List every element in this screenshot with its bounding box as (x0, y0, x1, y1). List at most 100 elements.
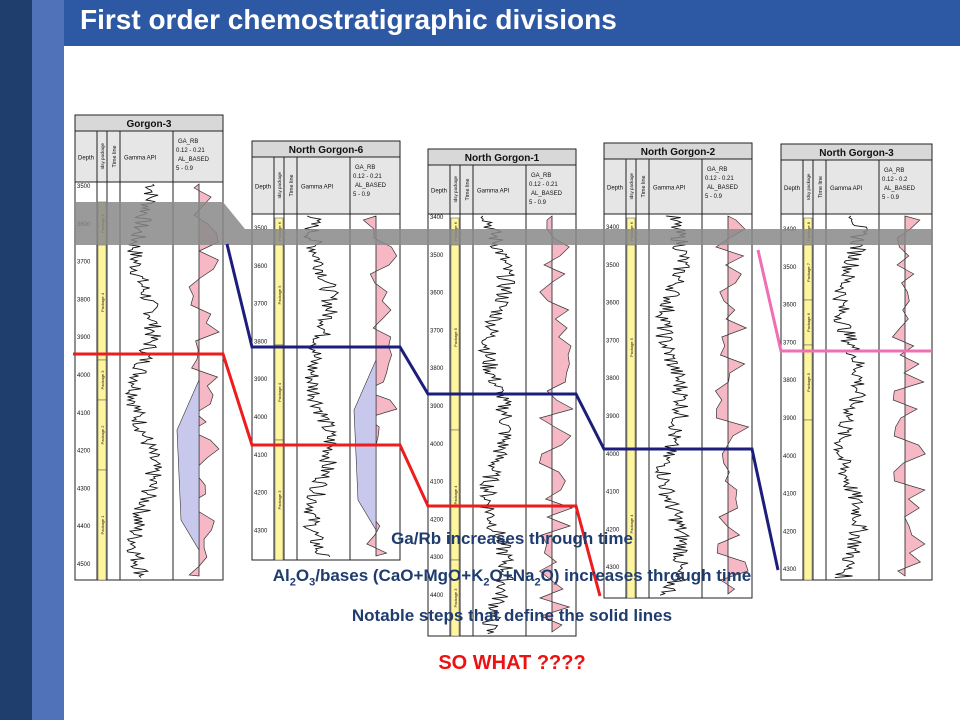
header-ratio-basis: AL_BASED (178, 157, 210, 163)
depth-label: 3700 (254, 302, 268, 308)
header-depth: Depth (431, 189, 447, 195)
depth-label: 3600 (254, 264, 268, 270)
header-gamma: Gamma API (653, 186, 686, 192)
header-ratio-range: 0.12 - 0.2 (882, 177, 908, 183)
header-ratio-title: GA_RB (178, 139, 198, 145)
package-block (450, 559, 460, 637)
header-package: Idsy package (453, 175, 458, 202)
package-block (803, 419, 813, 581)
slide-sidebar-light (32, 0, 64, 720)
depth-label: 4400 (430, 593, 444, 599)
header-ratio-scale: 5 - 0.9 (705, 194, 723, 200)
depth-label: 3700 (783, 340, 797, 346)
package-block (97, 469, 107, 581)
depth-label: 3900 (77, 335, 91, 341)
header-timeline: Time line (289, 174, 295, 196)
header-gamma: Gamma API (830, 186, 863, 192)
header-ratio-basis: AL_BASED (884, 186, 916, 192)
depth-label: 3500 (783, 265, 797, 271)
column-header-row (603, 158, 753, 215)
header-ratio-basis: AL_BASED (531, 191, 563, 197)
slide-title: First order chemostratigraphic divisions (80, 4, 617, 35)
gamma-log-curve (477, 215, 516, 635)
header-ratio-basis: AL_BASED (355, 183, 387, 189)
depth-label: 3500 (430, 253, 444, 259)
header-ratio-scale: 5 - 0.9 (176, 166, 194, 172)
column-header-row (251, 156, 401, 215)
gamma-log-curve (124, 183, 162, 578)
well-name: North Gorgon-1 (465, 153, 540, 164)
package-label: Package 4 (629, 514, 634, 534)
ratio-fill-pink (891, 215, 926, 577)
depth-label: 3800 (254, 339, 268, 345)
correlation-line-pink (756, 249, 932, 353)
depth-label: 4200 (254, 491, 268, 497)
package-label: Package 3 (100, 370, 105, 390)
header-ratio-scale: 5 - 0.9 (353, 192, 371, 198)
package-label: Package 5 (629, 337, 634, 357)
header-ratio-title: GA_RB (707, 167, 727, 173)
header-depth: Depth (607, 186, 623, 192)
package-label: Package 7 (806, 262, 811, 282)
depth-label: 3700 (606, 338, 620, 344)
depth-label: 4500 (77, 562, 91, 568)
package-label: Package 2 (100, 425, 105, 445)
package-label: Package 4 (453, 485, 458, 505)
header-gamma: Gamma API (477, 189, 510, 195)
header-timeline: Time line (112, 145, 118, 167)
header-ratio-scale: 5 - 0.9 (529, 200, 547, 206)
depth-label: 4200 (783, 529, 797, 535)
depth-label: 4000 (254, 415, 268, 421)
so-what-text: SO WHAT ???? (438, 652, 586, 674)
column-header-row (74, 130, 224, 183)
header-ratio-range: 0.12 - 0.21 (529, 182, 558, 188)
header-ratio-range: 0.12 - 0.21 (176, 148, 205, 154)
gamma-log-curve (832, 215, 870, 579)
depth-label: 4000 (606, 452, 620, 458)
header-ratio-scale: 5 - 0.9 (882, 195, 900, 201)
gamma-log-curve (302, 215, 340, 558)
caption-ga-rb: Ga/Rb increases through time (391, 529, 633, 548)
depth-label: 4300 (430, 555, 444, 561)
well-name: North Gorgon-6 (289, 145, 364, 156)
package-label: Package 4 (277, 382, 282, 402)
title-rule (64, 46, 960, 49)
header-ratio-title: GA_RB (355, 165, 375, 171)
depth-label: 4000 (430, 442, 444, 448)
depth-label: 3800 (77, 297, 91, 303)
header-timeline: Time line (641, 175, 647, 197)
depth-label: 4200 (606, 527, 620, 533)
depth-label: 3600 (606, 301, 620, 307)
marker-band (75, 202, 932, 245)
depth-label: 3800 (606, 376, 620, 382)
depth-label: 4100 (254, 453, 268, 459)
well-name: North Gorgon-3 (819, 148, 894, 159)
depth-label: 3600 (783, 303, 797, 309)
depth-label: 3900 (254, 377, 268, 383)
title-bar (64, 0, 960, 46)
header-package: Idsy package (629, 172, 634, 199)
depth-label: 3400 (606, 225, 620, 231)
slide-sidebar-dark (0, 0, 32, 720)
depth-label: 4300 (606, 565, 620, 571)
well-name: Gorgon-3 (127, 119, 172, 130)
depth-label: 3400 (430, 215, 444, 221)
depth-label: 4300 (254, 528, 268, 534)
depth-label: 3900 (606, 414, 620, 420)
package-label: Package 3 (277, 490, 282, 510)
package-label: Package 4 (100, 292, 105, 312)
depth-label: 3700 (430, 328, 444, 334)
caption-al2o3-bases: Al2O3/bases (CaO+MgO+K2O+Na2O) increases… (272, 566, 752, 589)
depth-label: 3500 (77, 184, 91, 190)
header-ratio-range: 0.12 - 0.21 (353, 174, 382, 180)
ratio-fill-pink (188, 183, 220, 577)
gamma-log-curve (654, 215, 691, 596)
depth-label: 4200 (430, 517, 444, 523)
header-depth: Depth (78, 156, 94, 162)
header-ratio-title: GA_RB (531, 173, 551, 179)
well-name: North Gorgon-2 (641, 147, 716, 158)
depth-label: 4400 (77, 524, 91, 530)
column-header-row (780, 159, 933, 215)
correlation-line-red (73, 352, 602, 597)
